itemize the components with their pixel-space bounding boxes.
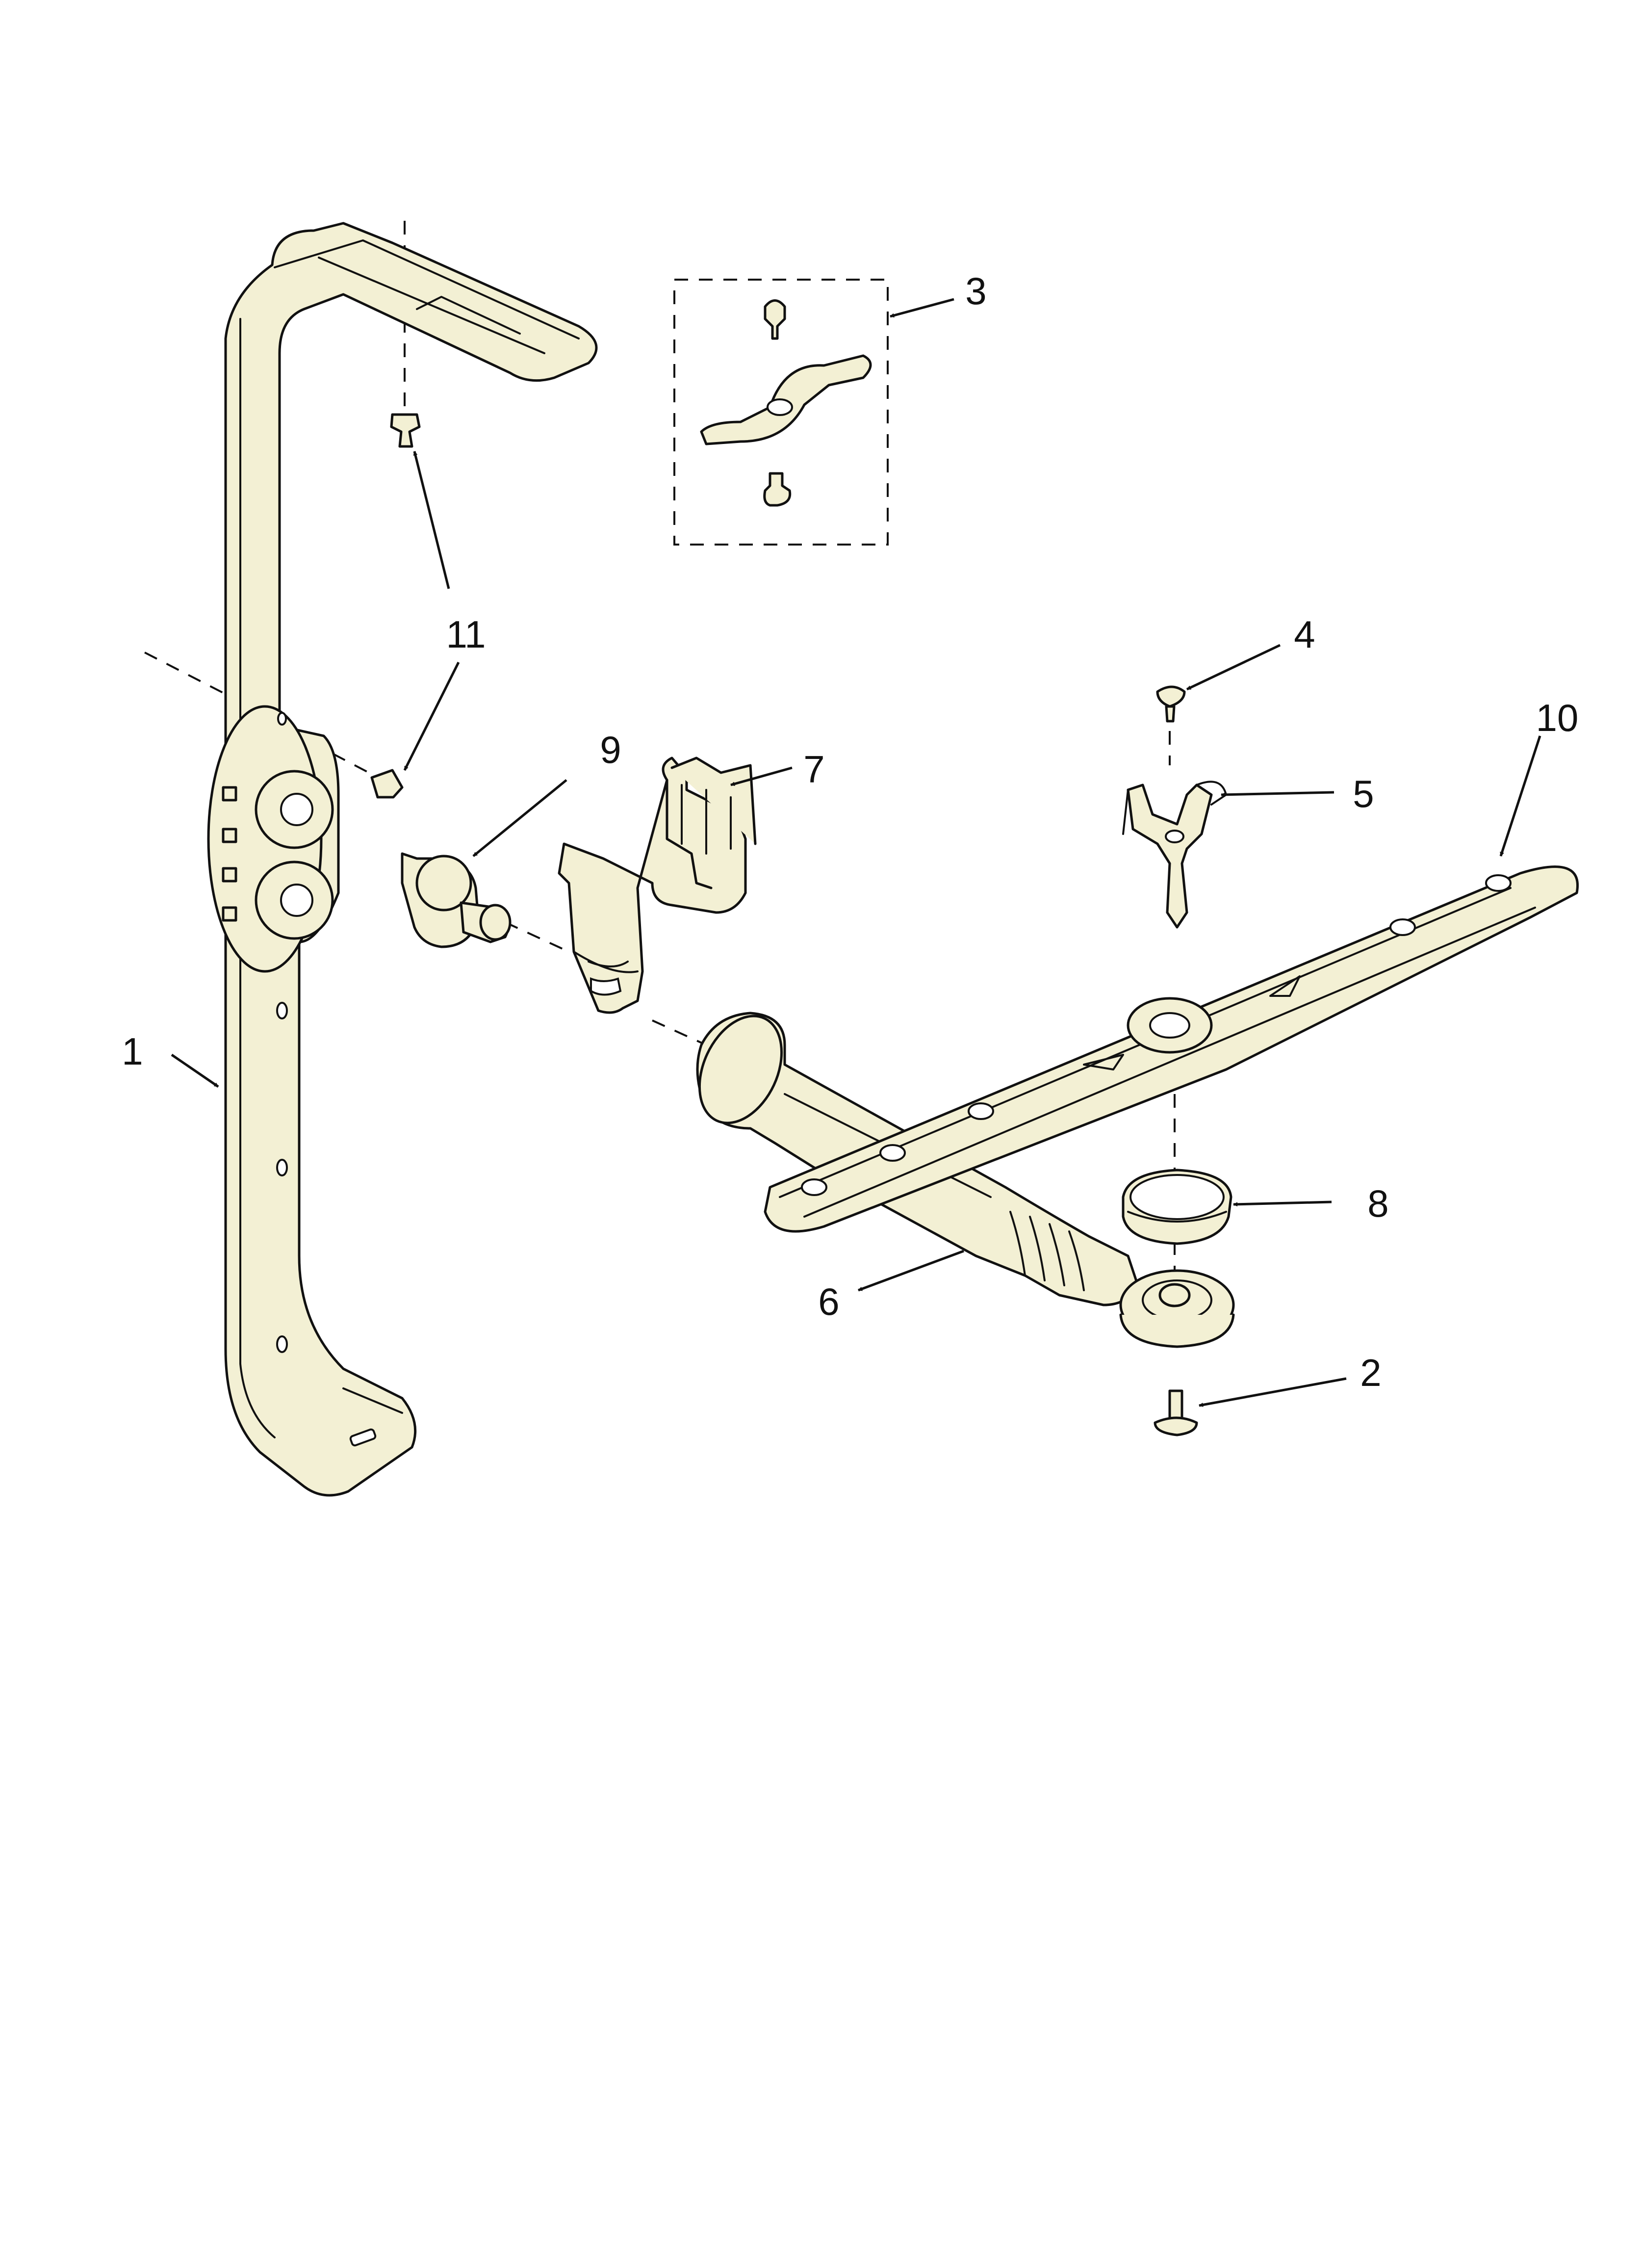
part-9-inlet <box>401 852 512 948</box>
callout-9: 9 <box>600 728 621 771</box>
callout-3: 3 <box>965 269 986 313</box>
callout-4: 4 <box>1294 613 1315 656</box>
leader-lines <box>171 298 1541 1407</box>
callout-6: 6 <box>818 1280 839 1323</box>
callout-2: 2 <box>1360 1351 1381 1394</box>
part-1-supply-tube <box>207 222 598 1497</box>
part-10-spray-arm <box>764 865 1579 1233</box>
part-8-ring <box>1122 1169 1232 1245</box>
part-4-screw <box>1156 685 1186 723</box>
part-11-screws <box>370 413 421 799</box>
callout-7: 7 <box>803 748 824 791</box>
part-5-support <box>1122 781 1227 929</box>
part-7-bracket <box>558 756 757 1014</box>
callout-8: 8 <box>1367 1182 1388 1225</box>
callout-11: 11 <box>446 613 486 656</box>
callout-5: 5 <box>1353 772 1374 815</box>
callout-10: 10 <box>1536 696 1579 739</box>
callout-1: 1 <box>122 1030 143 1073</box>
part-2-screw <box>1154 1389 1198 1436</box>
callout-labels: 1 2 3 4 5 6 7 8 9 10 11 <box>122 269 1578 1394</box>
part-3-kit <box>673 279 889 546</box>
